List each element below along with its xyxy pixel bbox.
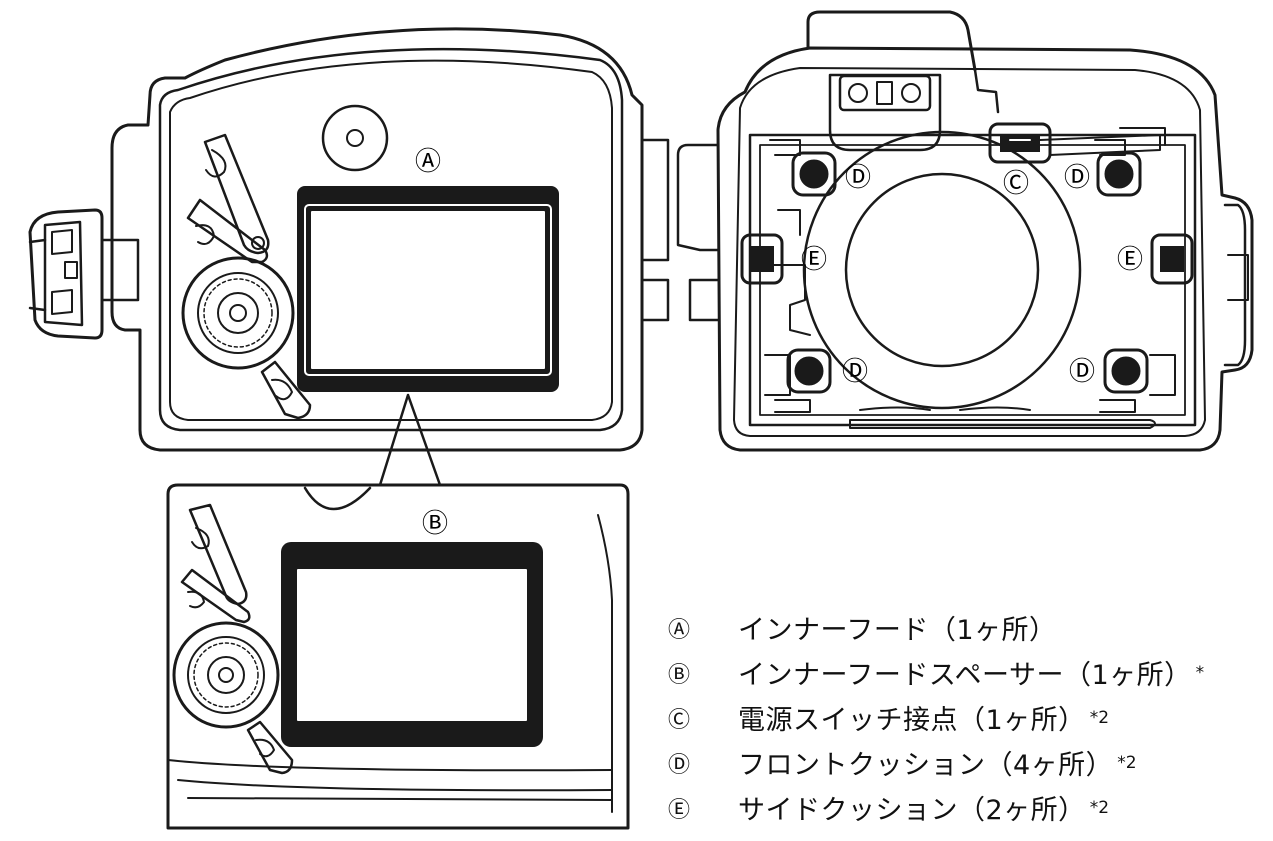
legend-text: フロントクッション（4ヶ所） [738, 750, 1114, 781]
callout-D-top-right: Ⓓ [1064, 163, 1090, 193]
callout-D-bottom-left: Ⓓ [842, 357, 868, 387]
legend-note: *2 [1089, 707, 1110, 728]
legend-text: サイドクッション（2ヶ所） [738, 795, 1086, 826]
rear-door-panel [28, 27, 670, 452]
legend-note: *2 [1117, 752, 1137, 773]
callout-B: Ⓑ [422, 509, 448, 539]
callout-D-top-left: Ⓓ [845, 163, 871, 193]
legend-letter: Ⓑ [668, 662, 691, 688]
legend: Ⓐ インナーフード（1ヶ所） Ⓑ インナーフードスペーサー（1ヶ所） * Ⓒ 電… [660, 605, 1270, 830]
legend-letter: Ⓓ [668, 752, 691, 778]
housing-body [676, 10, 1254, 452]
legend-letter: Ⓐ [668, 617, 691, 643]
side-cushions [740, 233, 1194, 285]
zoom-connector [378, 393, 442, 487]
callout-C: Ⓒ [1003, 169, 1029, 199]
legend-text: インナーフードスペーサー（1ヶ所） [738, 660, 1192, 691]
callout-E-right: Ⓔ [1117, 245, 1143, 275]
legend-text: 電源スイッチ接点（1ヶ所） [738, 705, 1086, 736]
power-switch-contact [988, 122, 1052, 164]
legend-note: * [1195, 662, 1205, 683]
legend-item-e: Ⓔ サイドクッション（2ヶ所） *2 [660, 785, 1270, 830]
legend-item-a: Ⓐ インナーフード（1ヶ所） [660, 605, 1270, 650]
legend-item-d: Ⓓ フロントクッション（4ヶ所） *2 [660, 740, 1270, 785]
callout-A: Ⓐ [415, 147, 441, 177]
legend-item-b: Ⓑ インナーフードスペーサー（1ヶ所） * [660, 650, 1270, 695]
callout-D-bottom-right: Ⓓ [1069, 357, 1095, 387]
inset-spacer-detail [166, 483, 630, 830]
legend-letter: Ⓒ [668, 707, 691, 733]
legend-note: *2 [1089, 797, 1110, 818]
front-cushions [786, 151, 1149, 394]
legend-item-c: Ⓒ 電源スイッチ接点（1ヶ所） *2 [660, 695, 1270, 740]
legend-text: インナーフード（1ヶ所） [738, 615, 1057, 646]
callout-E-left: Ⓔ [801, 245, 827, 275]
legend-letter: Ⓔ [668, 797, 691, 823]
